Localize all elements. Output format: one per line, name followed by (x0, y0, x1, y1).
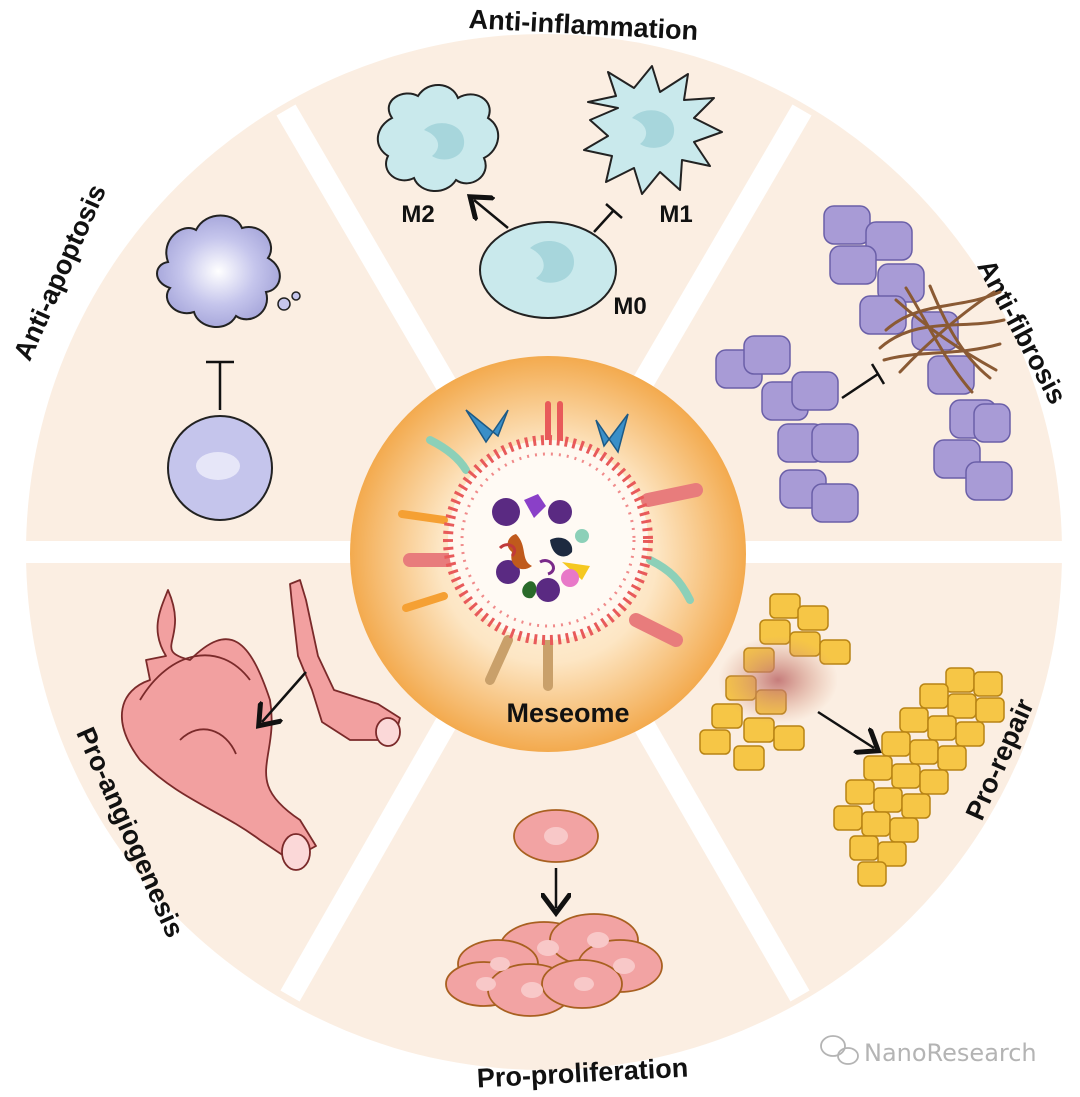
chat-bubble-icon (820, 1035, 859, 1065)
wound-area-icon (718, 636, 838, 724)
vessel-branch-network-icon (121, 589, 317, 861)
apoptotic-cell-icon (156, 214, 281, 329)
fibrosis-inhibit-bar (870, 363, 886, 385)
m0-label: M0 (613, 293, 646, 320)
m1-nucleus-icon (632, 110, 675, 148)
center-label: Meseome (506, 698, 629, 728)
collagen-fibers-icon (878, 284, 1006, 394)
watermark-text: NanoResearch (864, 1039, 1037, 1067)
m2-label: M2 (401, 201, 434, 228)
m2-nucleus-icon (424, 123, 465, 160)
meseome-vesicle: Meseome (350, 356, 746, 752)
proliferating-cells (445, 809, 663, 1017)
fibrosis-inhibit-line (841, 372, 879, 400)
apoptosis-inhibition (156, 214, 301, 521)
macrophage-polarization: M2 M1 M0 (377, 65, 723, 320)
cardiomyocyte-repaired-tissue (833, 667, 1005, 887)
blood-vessel-network (121, 579, 401, 871)
m1-label: M1 (659, 201, 692, 228)
vesicle-cargo (492, 494, 590, 602)
surface-proteins (398, 401, 703, 691)
vessel-lumen-icon (281, 833, 311, 871)
m0-inhibit-m1-bar (605, 203, 623, 219)
m0-to-m2-arrow (474, 200, 509, 229)
angiogenesis-arrow (262, 671, 307, 722)
fibroblast-lower-chain (715, 335, 859, 523)
m0-nucleus-icon (530, 240, 574, 283)
watermark: NanoResearch (820, 1035, 1037, 1067)
fibroblast-cluster (715, 205, 1013, 523)
m0-inhibit-m1-line (593, 209, 615, 233)
repair-arrow (817, 710, 874, 748)
